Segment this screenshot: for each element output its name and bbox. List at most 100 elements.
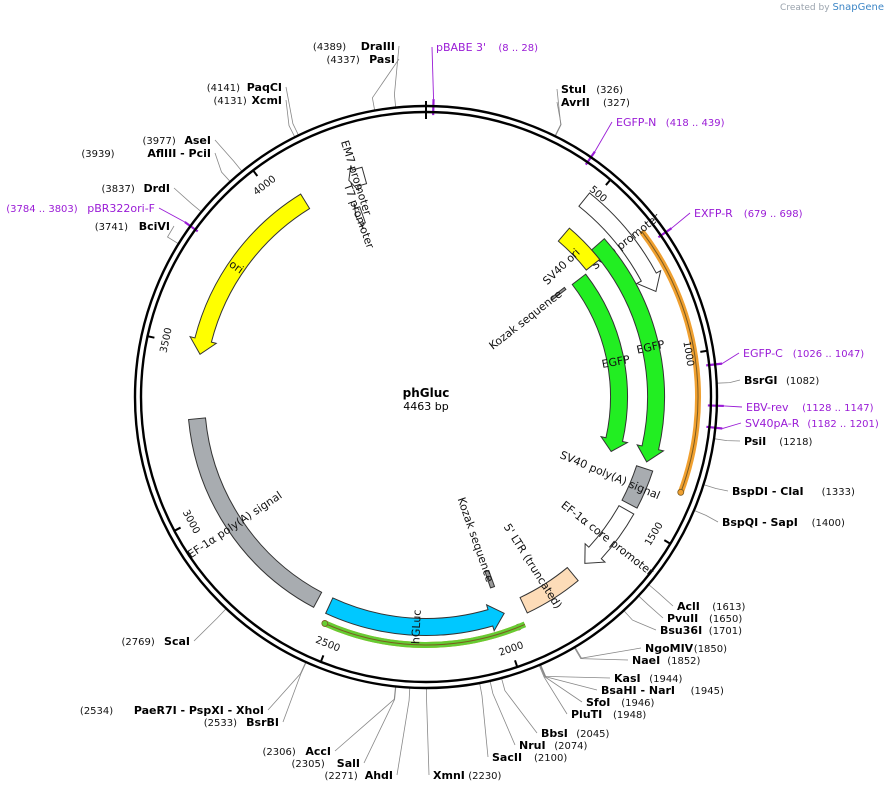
site-name: BsrBI [246,716,279,729]
site-leader-line [573,647,629,661]
feature-kozak-sequence[interactable] [550,286,567,301]
feature-t7-promoter[interactable] [353,203,366,230]
restriction-site-label[interactable]: AclI(1613) [677,600,746,613]
ruler-tick [514,660,519,669]
restriction-site-label[interactable]: SacII(2100) [492,751,567,764]
feature-hgluc[interactable] [324,597,505,636]
site-name: BciVI [139,220,170,233]
feature-sv40-poly-a-signal[interactable] [621,465,654,509]
restriction-site-label[interactable]: AccI(2306) [263,745,331,758]
site-name: PluTI [571,708,602,721]
ruler-tick-label: 3000 [180,508,202,536]
site-name: BbsI [541,727,568,740]
site-name: BspQI - SapI [722,516,798,529]
site-leader-line [540,664,611,679]
restriction-site-label[interactable]: DraIII(4389) [313,40,395,53]
primer-label[interactable]: EXFP-R(679 .. 698) [694,207,803,220]
feature-kozak-sequence[interactable] [484,569,496,589]
restriction-site-label[interactable]: BbsI (2045) [541,727,610,740]
snapgene-credit: Created by SnapGene [780,2,884,13]
primer-label[interactable]: EBV-rev(1128 .. 1147) [746,401,874,414]
site-position: (2271) [325,771,358,782]
restriction-site-label[interactable]: PsiI(1218) [744,435,813,448]
primer-range: (679 .. 698) [744,209,803,220]
site-leader-line [716,379,741,384]
restriction-site-label[interactable]: XcmI (4131) [214,94,282,107]
site-position: (3837) [102,184,135,195]
restriction-site-label[interactable]: PaeR7I - PspXI - XhoI(2534) [80,704,264,717]
feature-5-ltr-truncated[interactable] [519,566,579,614]
restriction-site-label[interactable]: BsrBI(2533) [204,716,279,729]
site-position: (2534) [80,706,113,717]
restriction-site-label[interactable]: BciVI(3741) [95,220,170,233]
primer-name: EBV-rev [746,401,789,414]
restriction-site-label[interactable]: SfoI(1946) [586,696,655,709]
restriction-site-label[interactable]: NaeI(1852) [632,654,701,667]
site-name: BsrGI [744,374,777,387]
primer-range: (3784 .. 3803) [6,204,78,215]
primer-label[interactable]: SV40pA-R(1182 .. 1201) [745,417,879,430]
restriction-site-label[interactable]: PaqCI(4141) [207,81,282,94]
site-leader-line [285,86,299,136]
restriction-site-label[interactable]: BsaHI - NarI(1945) [601,684,724,697]
orf-bar-end [321,620,329,627]
feature-sv40-ori[interactable] [557,227,601,271]
site-name: AflIII - PciI [147,147,211,160]
restriction-site-label[interactable]: PasI(4337) [327,53,395,66]
restriction-site-label[interactable]: PluTI(1948) [571,708,646,721]
restriction-site-label[interactable]: AhdI(2271) [325,769,393,782]
orf-bar-core [641,230,699,493]
restriction-site-label[interactable]: BsrGI(1082) [744,374,819,387]
primer-label[interactable]: EGFP-C(1026 .. 1047) [743,347,864,360]
site-position: (1852) [667,656,700,667]
restriction-site-label[interactable]: SalI(2305) [292,757,360,770]
primer-label[interactable]: pBABE 3'(8 .. 28) [436,41,538,54]
restriction-site-label[interactable]: Bsu36I (1701) [660,624,742,637]
restriction-site-label[interactable]: StuI(326) [561,83,623,96]
plasmid-name: phGluc [403,386,450,400]
site-name: Bsu36I [660,624,702,637]
site-name: XcmI [251,94,282,107]
ruler-tick [319,655,325,664]
ruler-tick [605,178,612,186]
restriction-site-label[interactable]: PvuII(1650) [667,612,742,625]
ruler-tick [173,526,182,533]
primer-leader-line [158,207,185,223]
restriction-site-label[interactable]: KasI(1944) [614,672,683,685]
restriction-site-label[interactable]: DrdI(3837) [102,182,170,195]
feature-egfp[interactable] [571,273,629,453]
site-name: NgoMIV [645,642,694,655]
restriction-site-label[interactable]: ScaI(2769) [122,635,190,648]
feature-sv40-promoter[interactable] [578,192,662,293]
site-leader-line [334,686,396,752]
site-position: (326) [596,85,623,96]
feature-egfp[interactable] [590,237,665,463]
feature-label-ef-1-core-promoter: EF-1α core promoter [559,499,657,579]
site-leader-line [426,688,430,776]
restriction-site-label[interactable]: XmnI(2230) [433,769,502,782]
restriction-site-label[interactable]: AvrII(327) [561,96,630,109]
site-position: (4131) [214,96,247,107]
primer-label[interactable]: EGFP-N(418 .. 439) [616,116,725,129]
restriction-site-label[interactable]: AseI(3977) [143,134,211,147]
ruler-tick [146,334,155,339]
restriction-site-label[interactable]: NgoMIV(1850) [645,642,727,655]
feature-label-ef-1-poly-a-signal: EF-1α poly(A) signal [185,489,284,561]
site-position: (1650) [709,614,742,625]
site-position: (1333) [822,487,855,498]
feature-ori[interactable] [189,193,311,355]
feature-em7-promoter[interactable] [348,165,368,192]
restriction-site-label[interactable]: NruI(2074) [519,739,588,752]
feature-ef-1-poly-a-signal[interactable] [188,417,323,609]
site-position: (2306) [263,747,296,758]
restriction-site-label[interactable]: BspDI - ClaI(1333) [732,485,855,498]
feature-ef-1-core-promoter[interactable] [584,504,635,564]
restriction-site-label[interactable]: BspQI - SapI(1400) [722,516,845,529]
ruler-tick [251,169,259,177]
primer-label[interactable]: pBR322ori-F(3784 .. 3803) [6,202,155,215]
site-position: (1701) [709,626,742,637]
site-position: (2045) [576,729,609,740]
restriction-site-label[interactable]: AflIII - PciI(3939) [81,147,211,160]
site-leader-line [554,101,562,137]
